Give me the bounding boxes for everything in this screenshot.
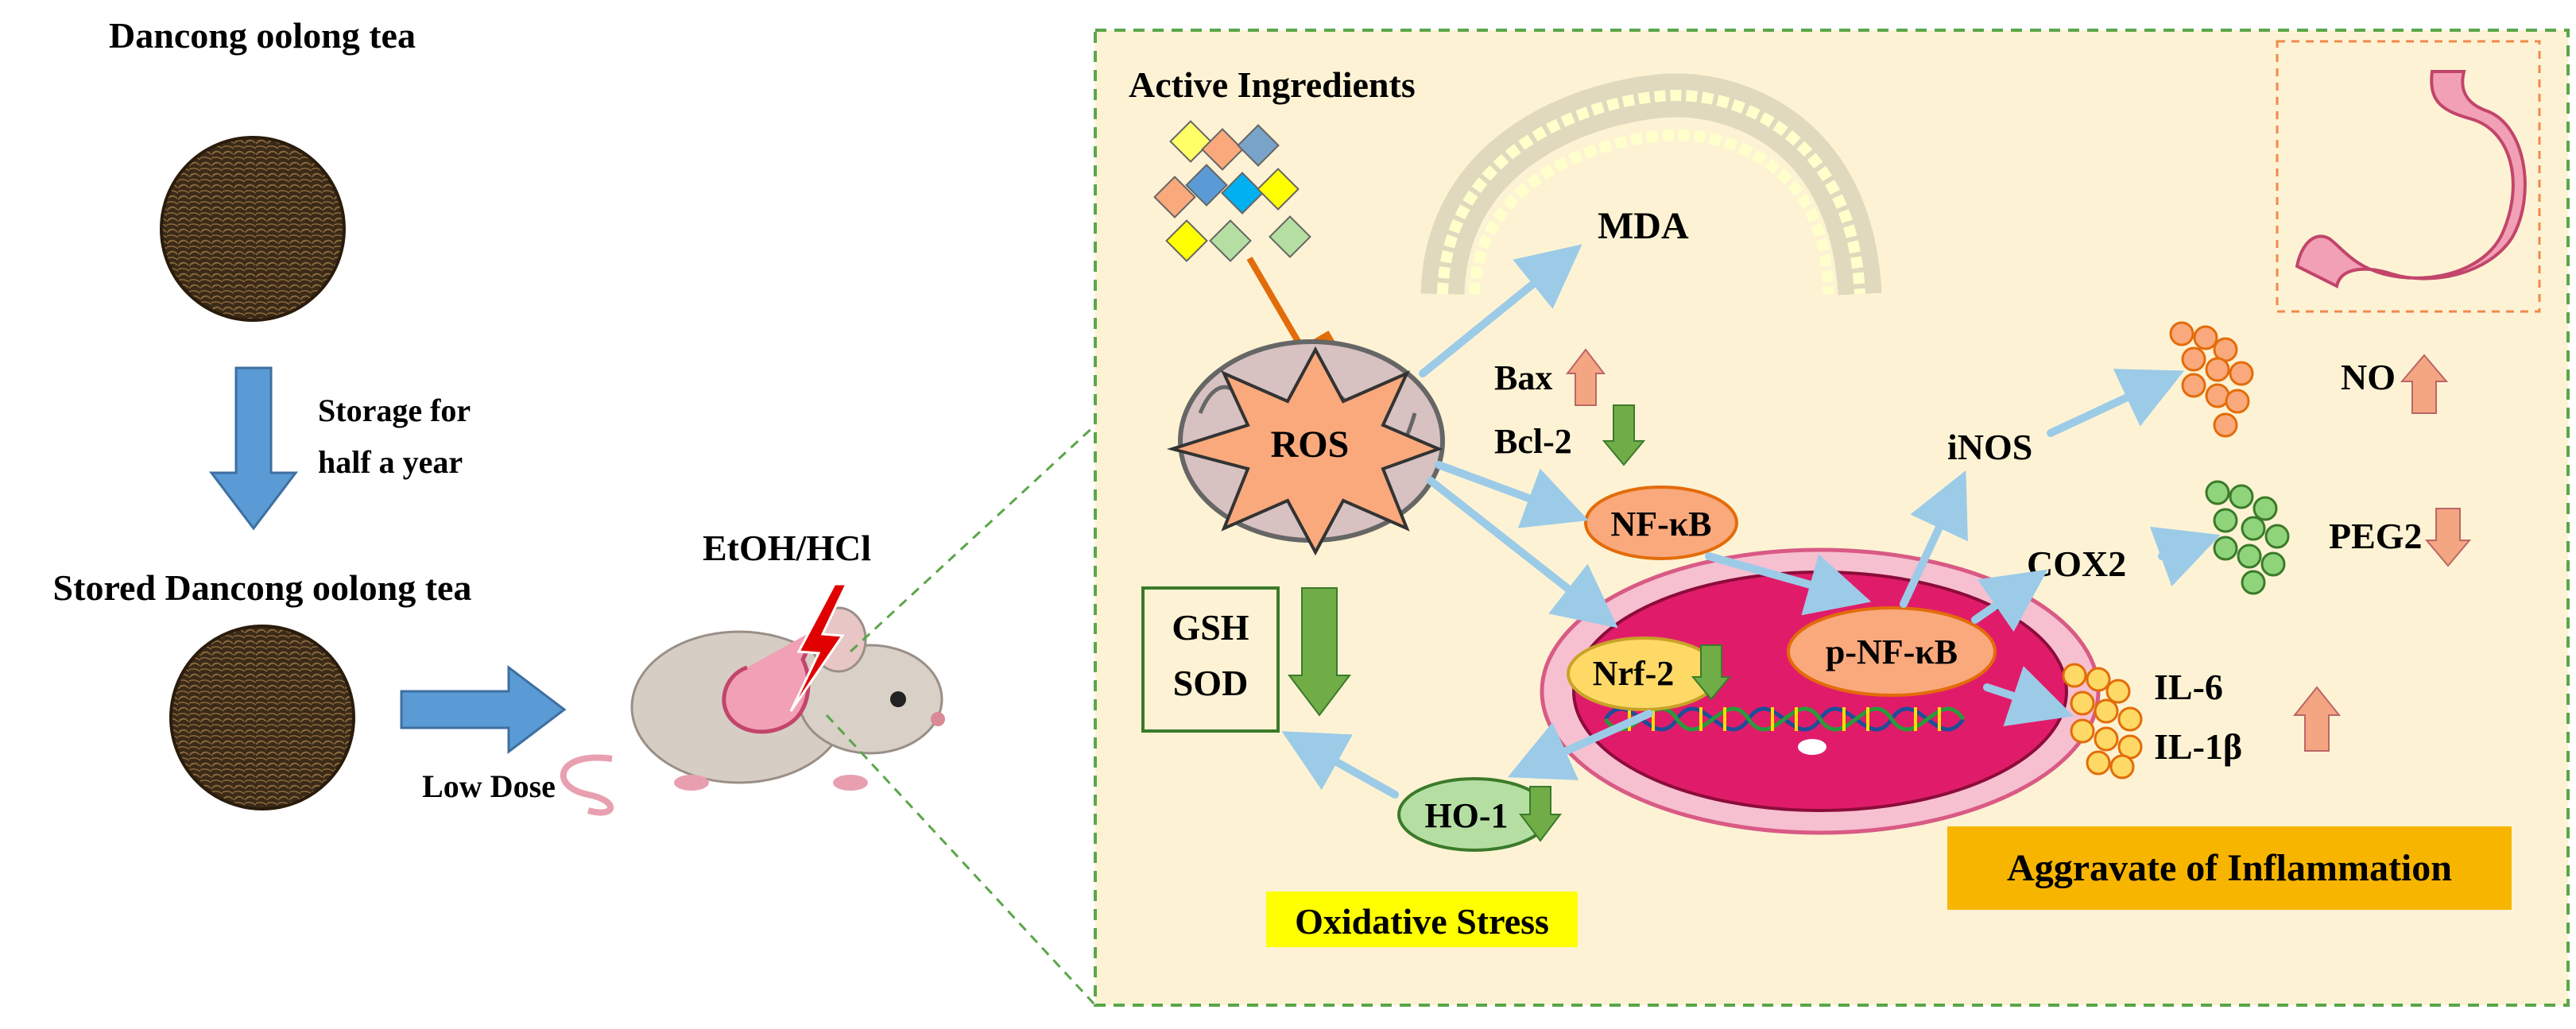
storage-arrow: [208, 366, 299, 531]
arrow-pnfkb-inos: [1900, 470, 1968, 608]
ho1-label: HO-1: [1424, 796, 1508, 835]
lightning-icon: [789, 582, 849, 712]
arrow-pnfkb-il: [1983, 666, 2074, 726]
membrane-icon: [1420, 73, 1882, 296]
arrow-nrf2-ho1: [1507, 710, 1653, 780]
il1b-label: IL-1β: [2154, 726, 2242, 767]
oxidative-stress-label: Oxidative Stress: [1295, 901, 1549, 942]
oxidative-stress-banner: [1266, 892, 1578, 947]
inflammation-banner: [1947, 826, 2512, 910]
model-label: EtOH/HCl: [703, 528, 871, 568]
dna-icon: [1603, 706, 1966, 732]
inos-label: iNOS: [1947, 427, 2032, 467]
up-arrow-icon: [2400, 354, 2449, 414]
pnfkb-label: p-NF-κB: [1826, 632, 1958, 671]
storage-label-line2: half a year: [318, 444, 463, 480]
pathway-arrows: [1281, 244, 2221, 799]
arrow-nfkb-pnfkb: [1705, 552, 1872, 616]
dose-arrow: [400, 664, 567, 755]
cell-cluster-icon: [2169, 321, 2254, 438]
stored-tea-title: Stored Dancong oolong tea: [53, 567, 472, 608]
storage-label-line1: Storage for: [318, 393, 471, 428]
ros-label: ROS: [1271, 424, 1350, 466]
down-arrow-icon: [1691, 644, 1732, 701]
bcl2-label: Bcl-2: [1494, 422, 1572, 461]
cox2-label: COX2: [2027, 544, 2126, 584]
zoom-line-bottom: [825, 714, 1097, 1007]
bax-label: Bax: [1494, 358, 1552, 397]
arrow-pnfkb-cox2: [1971, 569, 2048, 632]
il6-label: IL-6: [2154, 667, 2223, 707]
cell-cluster-icon: [2205, 480, 2290, 595]
up-arrow-icon: [1565, 348, 1606, 406]
tea-leaves-icon: [169, 625, 355, 810]
tea-leaves-icon: [160, 136, 346, 322]
down-arrow-icon: [1287, 587, 1352, 717]
stomach-icon: [2295, 70, 2527, 288]
arrow-ros-nfkb: [1435, 461, 1589, 528]
mda-label: MDA: [1598, 205, 1689, 247]
nfkb-label: NF-κB: [1610, 505, 1711, 544]
zoom-line-top: [849, 424, 1097, 653]
up-arrow-icon: [2292, 686, 2342, 752]
diamond-cluster-icon: [1153, 120, 1311, 262]
inflammation-label: Aggravate of Inflammation: [2007, 847, 2452, 889]
arrow-ros-nrf2: [1427, 477, 1618, 629]
gsh-sod-box: [1141, 586, 1280, 733]
sod-label: SOD: [1173, 663, 1249, 703]
peg2-label: PEG2: [2329, 516, 2423, 556]
ros-burst: [1166, 346, 1443, 556]
arrow-ho1-gsh: [1281, 731, 1399, 799]
arrow-inos-no: [2047, 369, 2185, 437]
gsh-label: GSH: [1172, 607, 1249, 648]
down-arrow-icon: [1518, 786, 1563, 842]
down-arrow-icon: [2424, 508, 2472, 567]
pnfkb-node: [1787, 606, 1997, 697]
arrow-cox2-peg2: [2149, 526, 2221, 587]
down-arrow-icon: [1602, 404, 1646, 466]
nrf2-label: Nrf-2: [1593, 654, 1675, 693]
active-ingredients-label: Active Ingredients: [1129, 64, 1416, 105]
stomach-inset: [2276, 40, 2541, 313]
no-label: NO: [2341, 357, 2396, 397]
cell-cluster-icon: [2062, 663, 2143, 779]
dose-label: Low Dose: [422, 768, 556, 804]
arrow-ros-mda: [1419, 244, 1582, 377]
tea-title: Dancong oolong tea: [109, 15, 416, 56]
